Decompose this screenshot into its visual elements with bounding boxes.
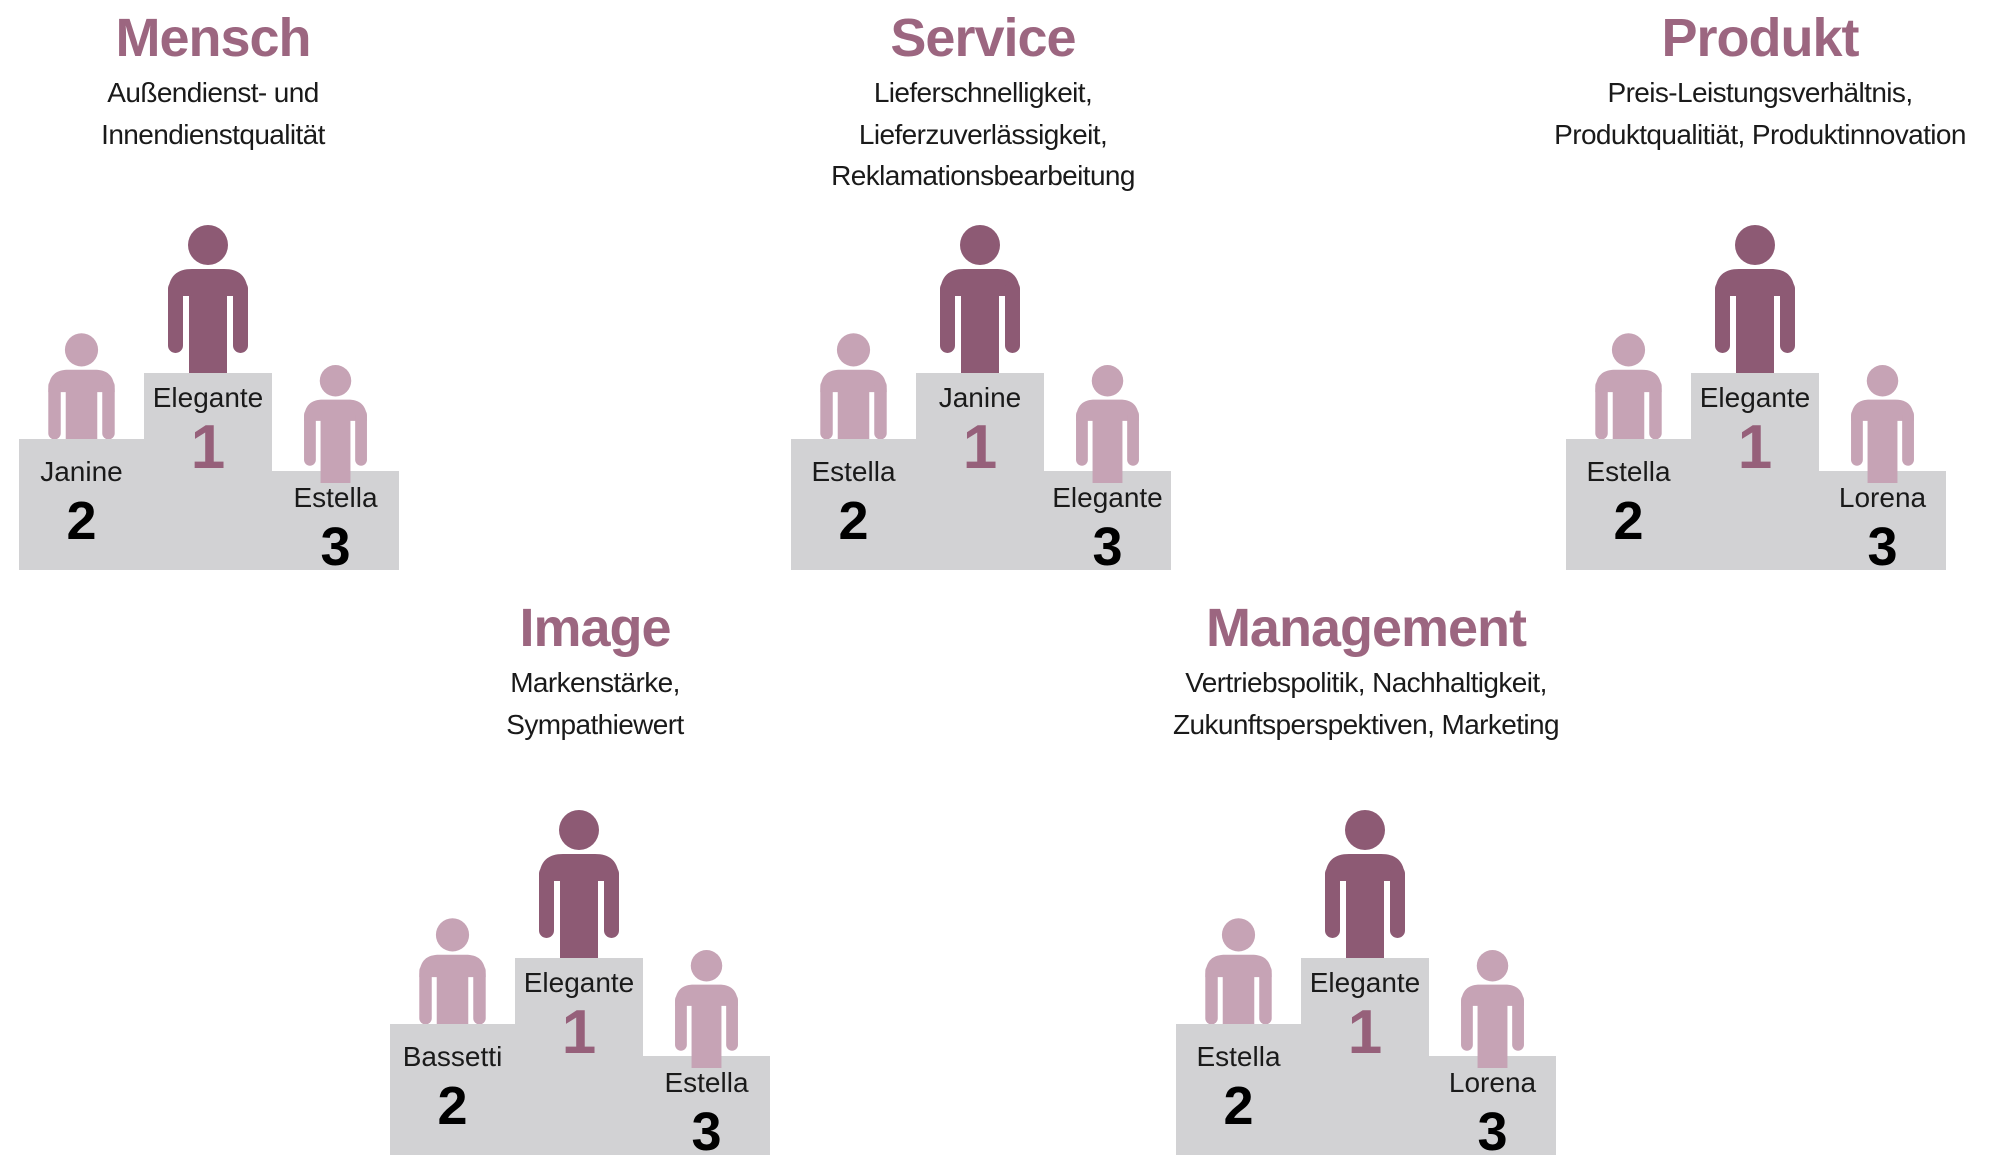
brand-name-rank-2: Estella: [1196, 1041, 1281, 1072]
section-title: Image: [519, 598, 671, 658]
brand-name-rank-2: Estella: [1586, 456, 1671, 487]
section-title: Produkt: [1661, 8, 1859, 68]
podium-step-3: Estella 3: [643, 1056, 770, 1159]
rank-number-3: 3: [1867, 517, 1898, 577]
brand-name-rank-1: Elegante: [1699, 382, 1811, 413]
podium-step-1: Elegante 1: [515, 958, 643, 1155]
section-title: Management: [1205, 598, 1527, 658]
brand-name-rank-2: Estella: [811, 456, 896, 487]
brand-name-rank-1: Elegante: [523, 967, 635, 998]
brand-name-rank-2: Bassetti: [402, 1041, 503, 1072]
rank-number-2: 2: [1223, 1076, 1254, 1136]
person-icon-third-place: [1076, 365, 1139, 483]
podium-step-1: Elegante 1: [1691, 373, 1819, 570]
section-subtitle: Lieferschnelligkeit, Lieferzuverlässigke…: [831, 77, 1135, 192]
rank-number-2: 2: [1613, 491, 1644, 551]
section-header-produkt: Produkt Preis-Leistungsverhältnis, Produ…: [1510, 8, 1990, 155]
podium-step-3: Lorena 3: [1819, 471, 1946, 574]
person-icon-third-place: [304, 365, 367, 483]
podium-step-2: Estella 2: [1176, 1024, 1301, 1155]
podium-step-2: Bassetti 2: [390, 1024, 515, 1155]
person-icon-first-place: [539, 810, 619, 960]
rank-number-1: 1: [190, 413, 226, 482]
rank-number-3: 3: [691, 1102, 722, 1162]
section-header-image: Image Markenstärke, Sympathiewert: [395, 598, 795, 745]
podium-step-2: Janine 2: [19, 439, 144, 570]
section-title: Mensch: [115, 8, 311, 68]
brand-name-rank-1: Elegante: [152, 382, 264, 413]
brand-name-rank-3: Lorena: [1448, 1067, 1537, 1098]
section-subtitle: Markenstärke, Sympathiewert: [506, 667, 684, 740]
podium-step-2: Estella 2: [1566, 439, 1691, 570]
rank-number-3: 3: [1477, 1102, 1508, 1162]
rank-number-2: 2: [437, 1076, 468, 1136]
podium-service: Janine 1 Estella 2 Elegante 3: [791, 225, 1171, 574]
section-subtitle: Vertriebspolitik, Nachhaltigkeit, Zukunf…: [1172, 667, 1560, 740]
brand-name-rank-3: Estella: [293, 482, 378, 513]
podium-step-2: Estella 2: [791, 439, 916, 570]
rank-number-3: 3: [1092, 517, 1123, 577]
section-title: Service: [890, 8, 1076, 68]
person-icon-first-place: [1715, 225, 1795, 375]
person-icon-second-place: [1205, 918, 1272, 1043]
rank-number-1: 1: [1347, 998, 1383, 1067]
brand-name-rank-3: Estella: [664, 1067, 749, 1098]
brand-name-rank-3: Elegante: [1052, 482, 1163, 513]
rank-number-1: 1: [962, 413, 998, 482]
person-icon-first-place: [168, 225, 248, 375]
rank-number-3: 3: [320, 517, 351, 577]
podium-mensch: Elegante 1 Janine 2 Estella 3: [19, 225, 399, 574]
podium-step-1: Elegante 1: [144, 373, 272, 570]
person-icon-first-place: [1325, 810, 1405, 960]
podium-management: Elegante 1 Estella 2 Lorena 3: [1176, 810, 1556, 1159]
person-icon-third-place: [675, 950, 738, 1068]
podium-step-1: Elegante 1: [1301, 958, 1429, 1155]
podium-step-1: Janine 1: [916, 373, 1044, 570]
podium-step-3: Lorena 3: [1429, 1056, 1556, 1159]
person-icon-third-place: [1461, 950, 1524, 1068]
brand-name-rank-2: Janine: [40, 456, 123, 487]
rank-number-2: 2: [66, 491, 97, 551]
section-subtitle: Außendienst- und Innendienstqualität: [101, 77, 325, 150]
section-header-mensch: Mensch Außendienst- und Innendienstquali…: [13, 8, 413, 155]
section-header-management: Management Vertriebspolitik, Nachhaltigk…: [1116, 598, 1616, 745]
brand-name-rank-3: Lorena: [1838, 482, 1927, 513]
section-subtitle: Preis-Leistungsverhältnis, Produktqualit…: [1554, 77, 1966, 150]
podium-produkt: Elegante 1 Estella 2 Lorena 3: [1566, 225, 1946, 574]
person-icon-first-place: [940, 225, 1020, 375]
rank-number-1: 1: [561, 998, 597, 1067]
podium-step-3: Elegante 3: [1044, 471, 1171, 574]
rank-number-1: 1: [1737, 413, 1773, 482]
podium-image: Elegante 1 Bassetti 2 Estella 3: [390, 810, 770, 1159]
person-icon-third-place: [1851, 365, 1914, 483]
brand-name-rank-1: Elegante: [1309, 967, 1421, 998]
brand-name-rank-1: Janine: [938, 382, 1022, 413]
section-header-service: Service Lieferschnelligkeit, Lieferzuver…: [783, 8, 1183, 197]
podium-step-3: Estella 3: [272, 471, 399, 574]
rank-number-2: 2: [838, 491, 869, 551]
